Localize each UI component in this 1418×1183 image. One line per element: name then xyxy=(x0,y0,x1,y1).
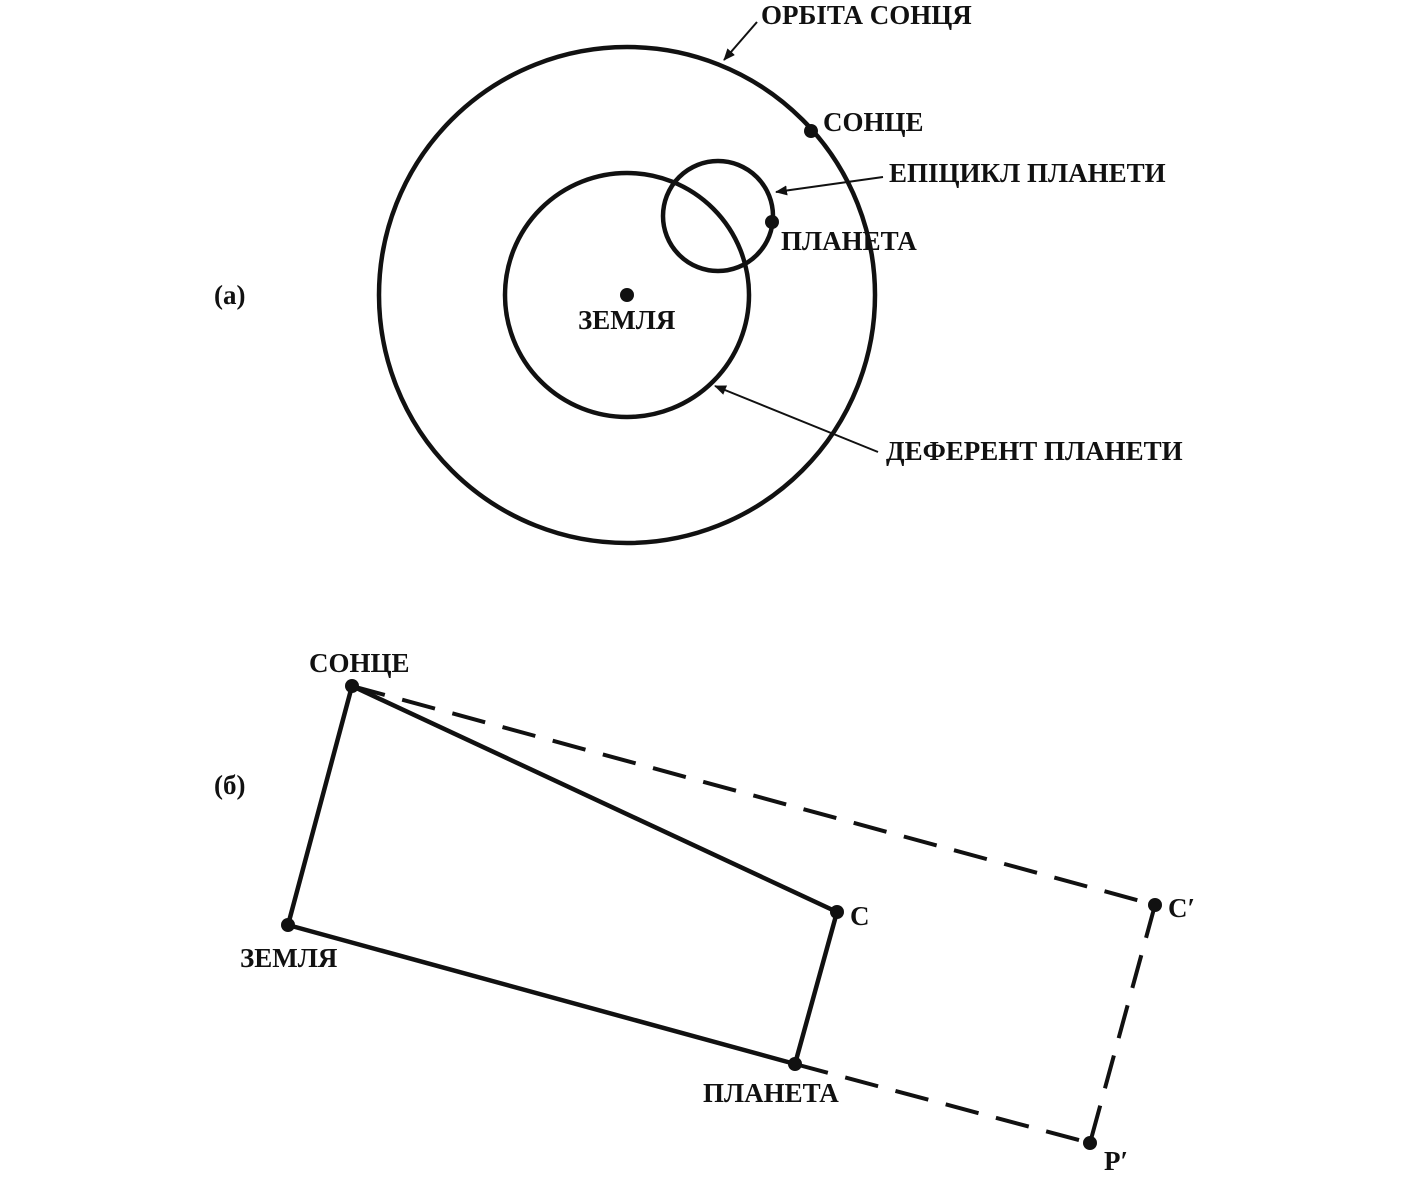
sun-earth-line xyxy=(285,685,355,926)
c-sun-line xyxy=(351,683,838,915)
planet-label-a: ПЛАНЕТА xyxy=(781,226,917,256)
sun-point xyxy=(804,124,818,138)
earth-planet-line xyxy=(287,922,796,1067)
c-point xyxy=(830,905,844,919)
c-label: C xyxy=(850,901,870,931)
c-prime-label: C′ xyxy=(1168,893,1195,923)
epicycle-label: ЕПІЦИКЛ ПЛАНЕТИ xyxy=(889,158,1166,188)
deferent-label: ДЕФЕРЕНТ ПЛАНЕТИ xyxy=(886,436,1183,466)
earth-point-b xyxy=(281,918,295,932)
planet-point-b xyxy=(788,1057,802,1071)
planet-c-line xyxy=(792,911,840,1065)
sun-cprime-dashed-line xyxy=(351,684,1156,907)
sun-orbit-circle xyxy=(376,44,878,546)
panel-a-label: (a) xyxy=(214,280,245,310)
cprime-pprime-dashed-line xyxy=(1088,904,1157,1144)
earth-point xyxy=(620,288,634,302)
sun-orbit-arrow xyxy=(723,21,758,61)
sun-label-a: СОНЦЕ xyxy=(823,107,924,137)
p-prime-point xyxy=(1083,1136,1097,1150)
panel-b: (б) СОНЦЕ ЗЕМЛЯ C ПЛАНЕТА C′ P′ xyxy=(214,648,1195,1176)
planet-label-b: ПЛАНЕТА xyxy=(703,1078,839,1108)
epicycle-arrow xyxy=(775,176,884,196)
sun-orbit-label: ОРБІТА СОНЦЯ xyxy=(761,0,972,30)
earth-label-a: ЗЕМЛЯ xyxy=(578,305,676,335)
earth-label-b: ЗЕМЛЯ xyxy=(240,943,338,973)
deferent-arrow xyxy=(714,385,879,453)
panel-a: (a) ОРБІТА СОНЦЯ СОНЦЕ ЕПІЦИКЛ ПЛАНЕТИ П… xyxy=(214,0,1183,546)
deferent-circle xyxy=(502,170,752,420)
panel-b-label: (б) xyxy=(214,770,245,800)
sun-point-b xyxy=(345,679,359,693)
planet-point xyxy=(765,215,779,229)
c-prime-point xyxy=(1148,898,1162,912)
p-prime-label: P′ xyxy=(1104,1146,1128,1176)
sun-label-b: СОНЦЕ xyxy=(309,648,410,678)
planet-pprime-dashed-line xyxy=(794,1062,1091,1145)
